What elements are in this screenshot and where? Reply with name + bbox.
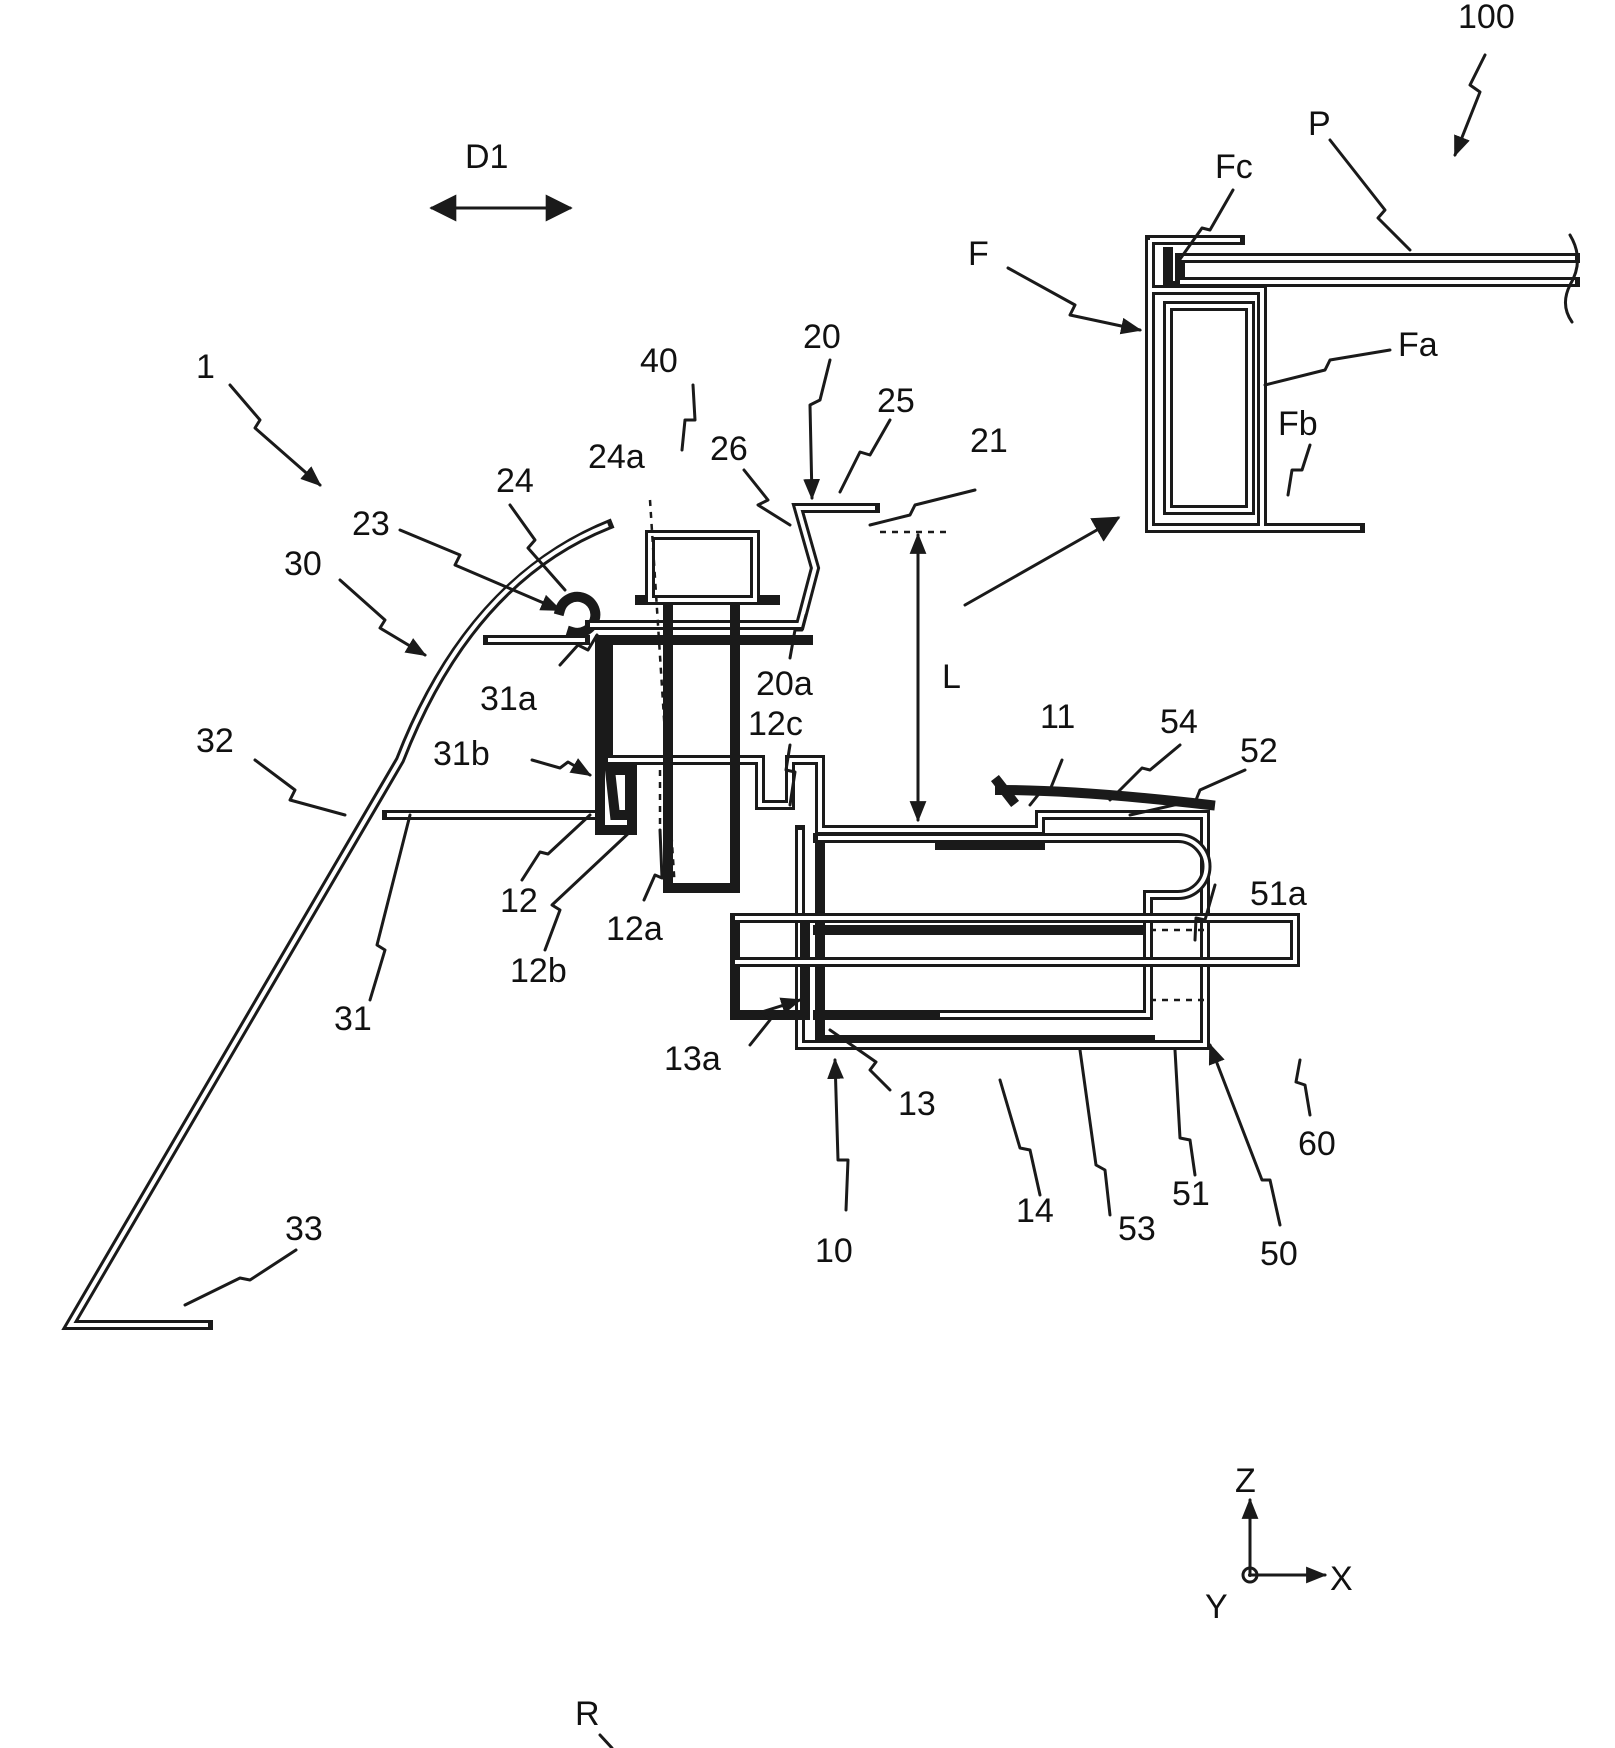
label-20: 20 (803, 318, 841, 356)
label-23: 23 (352, 505, 390, 543)
label-14: 14 (1016, 1192, 1054, 1230)
spring-arm-54 (998, 782, 1210, 805)
label-50: 50 (1260, 1235, 1298, 1273)
label-p: P (1308, 105, 1331, 143)
label-30: 30 (284, 545, 322, 583)
label-31: 31 (334, 1000, 372, 1038)
fastener-40 (650, 535, 755, 888)
axis-indicator (1243, 1500, 1325, 1582)
label-11: 11 (1040, 698, 1075, 736)
cover-30 (70, 525, 608, 1325)
label-13: 13 (898, 1085, 936, 1123)
label-24a: 24a (588, 438, 645, 476)
label-12a: 12a (606, 910, 663, 948)
label-52: 52 (1240, 732, 1278, 770)
label-24: 24 (496, 462, 534, 500)
label-1: 1 (196, 348, 215, 386)
label-fa: Fa (1398, 326, 1438, 364)
label-12b: 12b (510, 952, 567, 990)
label-z: Z (1235, 1462, 1256, 1500)
label-12: 12 (500, 882, 538, 920)
label-51: 51 (1172, 1175, 1210, 1213)
label-54: 54 (1160, 703, 1198, 741)
label-21: 21 (970, 422, 1008, 460)
label-f: F (968, 235, 989, 273)
label-40: 40 (640, 342, 678, 380)
label-l: L (942, 658, 961, 696)
label-31a: 31a (480, 680, 537, 718)
label-r: R (575, 1695, 600, 1733)
label-100: 100 (1458, 0, 1515, 36)
label-12c: 12c (748, 705, 803, 743)
label-53: 53 (1118, 1210, 1156, 1248)
label-d1: D1 (465, 138, 508, 176)
label-25: 25 (877, 382, 915, 420)
label-26: 26 (710, 430, 748, 468)
assembly-arrow (965, 518, 1118, 605)
label-x: X (1330, 1560, 1353, 1598)
label-60: 60 (1298, 1125, 1336, 1163)
label-33: 33 (285, 1210, 323, 1248)
label-fc: Fc (1215, 148, 1253, 186)
holder-50 (818, 838, 1206, 1015)
base-10 (560, 597, 1205, 1045)
label-20a: 20a (756, 665, 813, 703)
label-10: 10 (815, 1232, 853, 1270)
label-13a: 13a (664, 1040, 721, 1078)
dimension-l (880, 532, 950, 820)
label-31b: 31b (433, 735, 490, 773)
label-fb: Fb (1278, 405, 1318, 443)
label-y: Y (1205, 1588, 1228, 1626)
label-32: 32 (196, 722, 234, 760)
label-51a: 51a (1250, 875, 1307, 913)
